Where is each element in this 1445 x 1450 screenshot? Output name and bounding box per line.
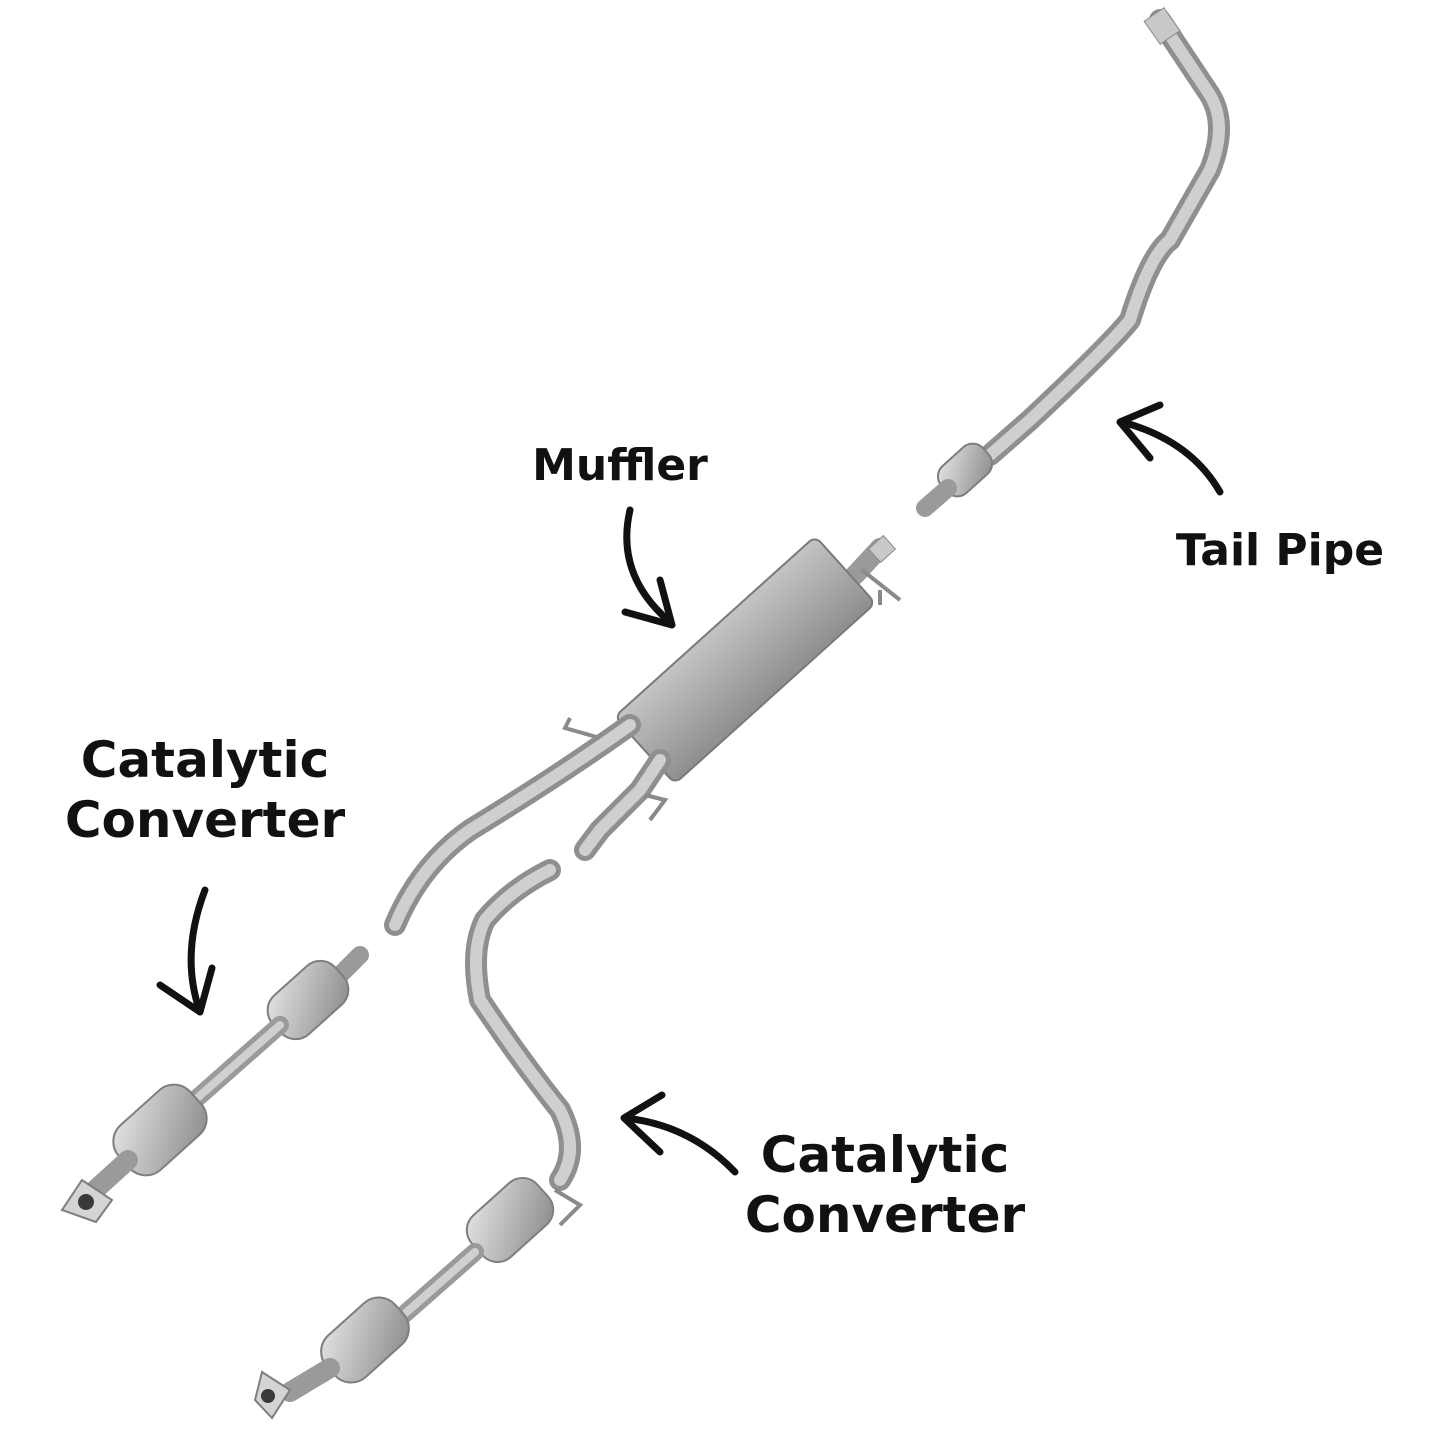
label-line: Catalytic (80, 731, 330, 789)
arrow-catalytic-left (156, 886, 216, 1016)
right-catalytic-converter (253, 859, 584, 1420)
arrow-catalytic-right (620, 1091, 739, 1176)
label-tail-pipe: Tail Pipe (1175, 525, 1385, 576)
tail-pipe (916, 6, 1230, 517)
label-muffler: Muffler (532, 440, 708, 491)
label-line: Catalytic (760, 1126, 1010, 1184)
muffler-assembly (384, 534, 902, 936)
label-catalytic-converter-right: Catalytic Converter (720, 1125, 1050, 1245)
label-line: Converter (64, 791, 346, 849)
label-catalytic-converter-left: Catalytic Converter (40, 730, 370, 850)
arrow-tail-pipe (1116, 401, 1224, 496)
left-catalytic-converter (60, 946, 369, 1224)
label-line: Converter (744, 1186, 1026, 1244)
arrow-muffler (621, 506, 676, 629)
